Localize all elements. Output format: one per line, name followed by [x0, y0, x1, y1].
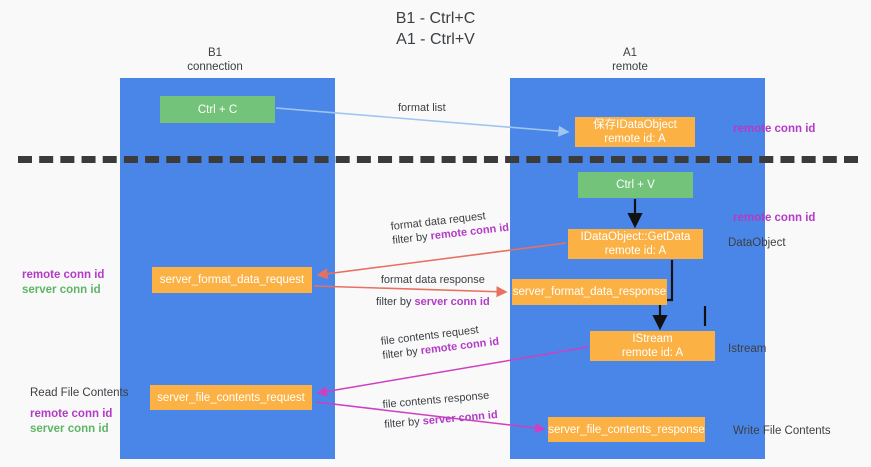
annotation-remote-conn-id-mid: remote conn id [733, 212, 816, 224]
column-header-b1: B1 connection [187, 47, 243, 73]
arrow-format-data-response [313, 285, 508, 298]
node-server-format-data-request[interactable]: server_format_data_request [152, 267, 312, 293]
annotation-remote-conn-id-left-2: remote conn id [30, 408, 113, 420]
filter-key-server-conn-id: server conn id [414, 296, 490, 308]
node-server-file-contents-response[interactable]: server_file_contents_response [548, 417, 705, 442]
edge-label-format-data-response-filter: filter by server conn id [376, 295, 490, 309]
annotation-server-conn-id-left-2: server conn id [30, 423, 109, 435]
filter-prefix: filter by [383, 415, 424, 431]
edge-label-format-data-response: format data response filter by server co… [376, 273, 490, 309]
page-title: B1 - Ctrl+C A1 - Ctrl+V [395, 10, 476, 48]
phase-divider [18, 156, 858, 163]
annotation-dataobject: DataObject [728, 237, 786, 249]
node-ctrl-c[interactable]: Ctrl + C [160, 96, 275, 123]
annotation-group-conn-ids-top: remote conn id server conn id [22, 268, 122, 298]
edge-label-format-list: format list [398, 101, 446, 115]
arrow-format-list [275, 107, 570, 137]
arrow-format-data-request [316, 242, 567, 280]
node-server-file-contents-request[interactable]: server_file_contents_request [150, 385, 312, 410]
edge-label-format-list-text: format list [398, 102, 446, 114]
edge-label-format-data-response-main: format data response [380, 274, 485, 286]
filter-prefix: filter by [376, 296, 415, 308]
annotation-read-file-contents: Read File Contents [30, 387, 129, 399]
node-ctrl-v[interactable]: Ctrl + V [578, 172, 693, 198]
column-header-a1: A1 remote [612, 47, 648, 73]
annotation-remote-conn-id-top: remote conn id [733, 123, 816, 135]
node-server-format-data-response[interactable]: server_format_data_response [512, 279, 667, 305]
annotation-server-conn-id-left: server conn id [22, 284, 101, 296]
annotation-write-file-contents: Write File Contents [733, 425, 831, 437]
arrow-file-contents-response [315, 401, 546, 434]
annotation-group-read-file-contents: Read File Contents remote conn id server… [30, 386, 140, 437]
node-save-idataobject[interactable]: 保存IDataObject remote id: A [575, 117, 695, 147]
node-istream[interactable]: IStream remote id: A [590, 331, 715, 361]
annotation-istream: Istream [728, 343, 767, 355]
node-idataobject-getdata[interactable]: IDataObject::GetData remote id: A [568, 229, 703, 259]
annotation-remote-conn-id-left: remote conn id [22, 269, 105, 281]
arrow-file-contents-request [316, 346, 589, 397]
